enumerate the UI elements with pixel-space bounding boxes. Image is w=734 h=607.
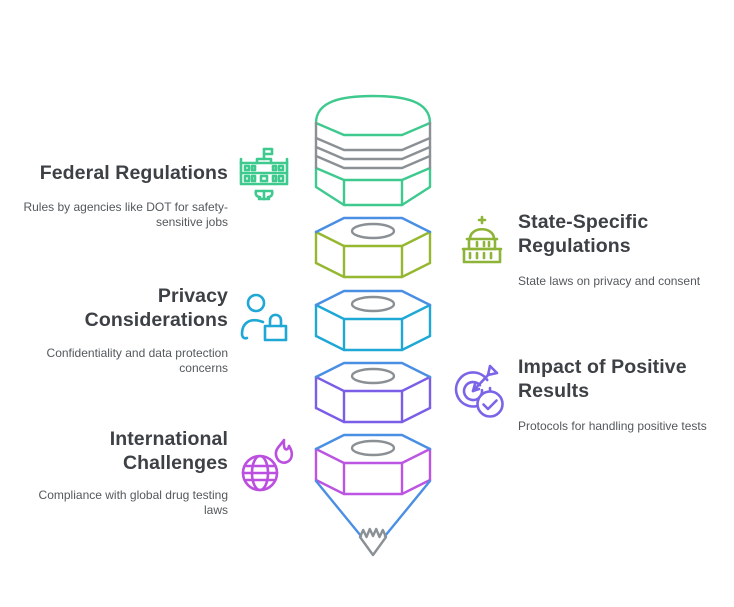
funnel-layer-2-hex [314,230,432,279]
entry-title-impact-of-positive-results: Impact of Positive Results [518,356,687,402]
target-check-icon [449,361,513,428]
globe-flame-icon [237,435,299,500]
funnel-layer-4-hex [314,375,432,424]
funnel-top-cap-stripes [314,121,432,170]
entry-title-international-challenges: International Challenges [109,428,228,474]
funnel-layer-5-top-edge [314,433,432,451]
funnel-layer-3-hex [314,303,432,352]
entry-title-privacy-considerations: Privacy Considerations [84,285,228,331]
funnel-layer-4-hole [350,367,396,385]
funnel-cone-tip [358,527,388,557]
capitol-building-icon [453,213,511,276]
funnel-diagram [314,94,432,557]
funnel-layer-4-top-edge [314,361,432,379]
entry-subtitle-international-challenges: Compliance with global drug testing laws [38,488,228,518]
entry-title-federal-regulations: Federal Regulations [39,162,228,184]
funnel-cone [314,479,432,538]
entry-subtitle-impact-of-positive-results: Protocols for handling positive tests [518,419,707,433]
entry-subtitle-state-specific-regulations: State laws on privacy and consent [518,274,701,288]
entry-subtitle-privacy-considerations: Confidentiality and data protection conc… [46,346,228,376]
funnel-layer-5-hole [350,439,396,457]
government-building-icon [235,146,293,209]
entry-title-state-specific-regulations: State-Specific Regulations [518,211,649,257]
funnel-layer-3-hole [350,295,396,313]
funnel-layer-2-top-edge [314,216,432,234]
person-lock-icon [238,291,294,352]
funnel-layer-5-hex [314,447,432,496]
funnel-layer-3-top-edge [314,289,432,307]
funnel-top-cap [314,94,432,207]
entry-subtitle-federal-regulations: Rules by agencies like DOT for safety- s… [23,200,228,230]
funnel-layer-2-hole [350,222,396,240]
